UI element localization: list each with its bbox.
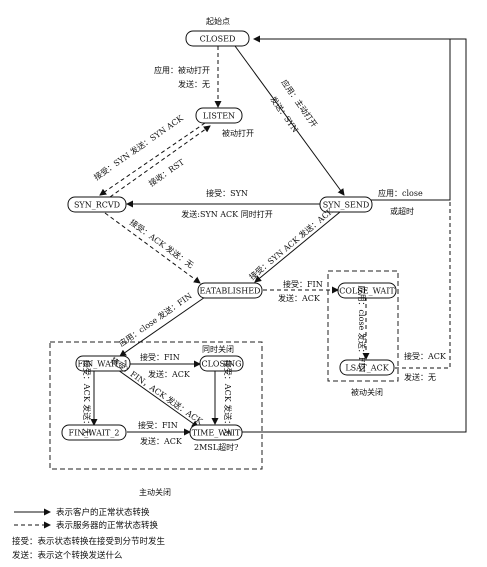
svg-text:SYN_RCVD: SYN_RCVD — [74, 201, 120, 210]
label-send-ack-2: 发送：ACK — [148, 369, 191, 379]
label-send-syn-ack-simul: 发送:SYN ACK 同时打开 — [181, 209, 272, 219]
edge-synrcvd-established — [104, 212, 201, 284]
legend: 表示客户的正常状态转换 表示服务器的正常状态转换 接受：表示状态转换在接受到分节… — [12, 507, 166, 561]
edge-timewait-closed — [241, 38, 467, 433]
state-syn-rcvd: SYN_RCVD — [67, 196, 127, 213]
state-fin-wait-1: FIN_WAIT_1 — [75, 355, 131, 372]
label-app-close-send-fin-2: 应用：close 发送：FIN — [117, 291, 194, 349]
edge-synsend-established — [254, 211, 341, 283]
svg-text:CLOSED: CLOSED — [200, 35, 236, 44]
svg-text:LSAT_ACK: LSAT_ACK — [345, 364, 389, 373]
legend-note-recv: 接受：表示状态转换在接受到分节时发生 — [12, 536, 166, 547]
svg-text:LISTEN: LISTEN — [203, 112, 235, 121]
label-send-none-2: 发送：无 — [404, 372, 436, 382]
svg-text:FIN_WAIT_2: FIN_WAIT_2 — [69, 429, 120, 438]
label-app-close-send-fin-1: 应用：close 发送：FIN — [357, 286, 367, 373]
label-app-close: 应用：close — [378, 188, 423, 198]
svg-text:EATABLISHED: EATABLISHED — [200, 287, 261, 296]
legend-dashed-text: 表示服务器的正常状态转换 — [56, 520, 159, 531]
label-recv-ack-send-none: 接受：ACK 发送：无 — [128, 217, 196, 270]
legend-solid-text: 表示客户的正常状态转换 — [56, 507, 150, 518]
svg-text:COLSE_WAIT: COLSE_WAIT — [339, 287, 395, 296]
state-closed: CLOSED — [185, 30, 250, 47]
edge-finwait1-timewait — [117, 369, 199, 428]
state-last-ack: LSAT_ACK — [339, 359, 395, 376]
label-send-none-1: 发送：无 — [178, 79, 210, 89]
label-app-passive-open: 应用：被动打开 — [154, 65, 210, 75]
label-recv-fin-3: 接受：FIN — [138, 420, 178, 430]
label-recv-ack-2: 接受：ACK — [404, 351, 447, 361]
state-established: EATABLISHED — [197, 282, 263, 299]
label-recv-fin-ack-send-ack: 接受：FIN，ACK 发送：ACK — [109, 355, 206, 427]
state-closing: CLOSING — [199, 355, 244, 372]
state-syn-send: SYN_SEND — [319, 196, 373, 213]
state-time-wait: TIME_WAIT — [189, 424, 243, 441]
label-recv-fin-1: 接受：FIN — [283, 279, 323, 289]
edge-listen-synrcvd — [99, 122, 206, 196]
svg-text:TIME_WAIT: TIME_WAIT — [192, 429, 241, 438]
svg-text:SYN_SEND: SYN_SEND — [323, 201, 370, 210]
svg-text:FIN_WAIT_1: FIN_WAIT_1 — [78, 360, 129, 369]
start-point-label: 起始点 — [206, 16, 230, 26]
passive-close-group-box — [327, 270, 399, 382]
label-passive-close: 被动关闭 — [351, 387, 383, 397]
label-2msl-timeout: 2MSL超时? — [194, 442, 238, 452]
legend-note-send: 发送：表示这个转换发送什么 — [12, 550, 123, 561]
label-recv-fin-2: 接受：FIN — [140, 352, 180, 362]
edge-lastack-closed — [395, 200, 451, 369]
label-passive-open: 被动打开 — [222, 128, 254, 138]
label-recv-rst: 接收：RST — [147, 156, 187, 188]
label-recv-syn: 接受：SYN — [206, 188, 248, 198]
svg-text:CLOSING: CLOSING — [201, 360, 241, 369]
edge-synsend-closed — [253, 35, 451, 201]
state-fin-wait-2: FIN_WAIT_2 — [61, 424, 127, 441]
label-send-ack-3: 发送：ACK — [140, 436, 183, 446]
label-recv-ack-send-none-2: 接受：ACK 发送：无 — [82, 360, 92, 436]
state-colse-wait: COLSE_WAIT — [337, 282, 397, 299]
edge-established-finwait1 — [119, 294, 209, 357]
active-close-group-box — [49, 341, 263, 470]
label-recv-ack-send-none-3: 接受：ACK 发送：无 — [223, 360, 233, 436]
edge-closed-synsend — [234, 45, 345, 196]
label-send-ack-1: 发送：ACK — [278, 293, 321, 303]
label-or-timeout: 或超时 — [390, 206, 414, 216]
label-simul-close: 同时关闭 — [202, 344, 234, 354]
label-active-close: 主动关闭 — [139, 487, 171, 497]
state-listen: LISTEN — [195, 107, 243, 124]
